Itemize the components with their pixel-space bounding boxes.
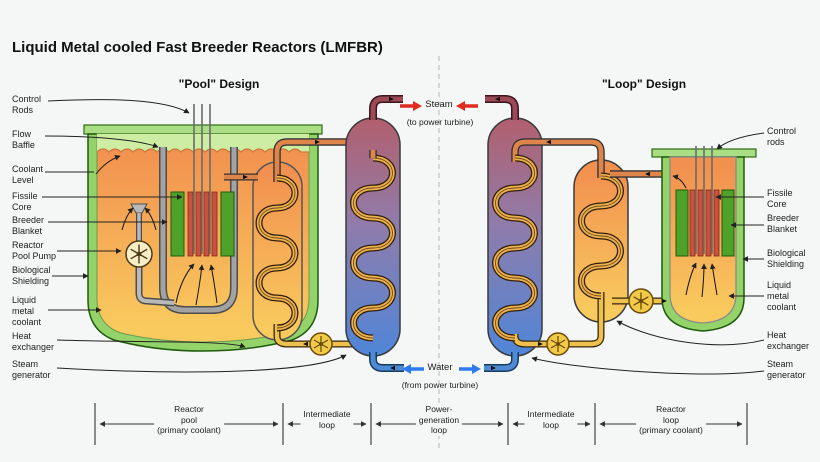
water-arrow-right	[459, 364, 481, 374]
steam-arrow-left	[400, 101, 422, 111]
loop-breeder-blanket-right	[721, 189, 735, 257]
label-leader-lines	[42, 99, 765, 375]
label-fissile-core: Fissile Core	[12, 191, 38, 212]
steam-label: Steam	[425, 99, 453, 110]
pool-design-drawing	[83, 95, 404, 372]
loop-fissile-core-rods	[689, 189, 720, 257]
loop-intermediate-pump	[546, 332, 570, 356]
scale-label-intermediate-loop-right: Intermediate loop	[524, 409, 578, 430]
water-label: Water	[427, 362, 453, 373]
label-steam-generator-loop: Steam generator	[767, 359, 806, 380]
loop-steam-pipe	[485, 96, 518, 120]
pool-cover-gas	[97, 134, 309, 152]
label-flow-baffle: Flow Baffle	[12, 129, 35, 150]
pool-breeder-blanket-right	[220, 191, 235, 257]
label-coolant-level: Coolant Level	[12, 164, 44, 185]
pool-coolant-level-wave	[96, 148, 309, 153]
page-title: Liquid Metal cooled Fast Breeder Reactor…	[12, 39, 383, 56]
pool-vessel-lid	[83, 124, 323, 135]
loop-control-rods	[695, 146, 713, 254]
loop-hot-outlet-arrow	[672, 174, 687, 189]
label-breeder-blanket-loop: Breeder Blanket	[767, 213, 800, 234]
label-liquid-metal-coolant: Liquid metal coolant	[12, 295, 42, 327]
pool-water-pipe	[370, 352, 404, 371]
pipe-flow-arrows	[243, 96, 667, 371]
pool-breeder-blanket-left	[170, 191, 185, 257]
scale-boundary-bars	[94, 403, 748, 445]
flow-baffle	[160, 147, 237, 313]
loop-design-heading: "Loop" Design	[601, 77, 687, 91]
pool-design-heading: "Pool" Design	[178, 77, 260, 91]
loop-design-drawing	[484, 95, 757, 372]
loop-water-pipe	[484, 352, 518, 371]
pool-core-flow-arrows	[175, 263, 218, 306]
pool-steam-pipe	[370, 96, 403, 120]
loop-core-flow-arrows	[685, 262, 718, 298]
label-fissile-core-loop: Fissile Core	[767, 188, 793, 209]
label-breeder-blanket: Breeder Blanket	[12, 215, 45, 236]
label-reactor-pool-pump: Reactor Pool Pump	[12, 240, 57, 261]
pool-control-rods	[193, 104, 211, 254]
label-control-rods-loop: Control rods	[767, 126, 797, 147]
label-liquid-metal-coolant-loop: Liquid metal coolant	[767, 280, 797, 312]
loop-primary-pump	[628, 288, 654, 314]
label-biological-shielding-loop: Biological Shielding	[767, 248, 806, 269]
scale-label-reactor-loop: Reactor loop (primary coolant)	[636, 404, 706, 436]
pool-fissile-core-rods	[187, 191, 218, 257]
pool-sg-coil	[350, 150, 396, 342]
steam-arrow-right	[456, 101, 478, 111]
label-control-rods: Control Rods	[12, 94, 42, 115]
reactor-pool-pump	[121, 203, 175, 307]
scale-label-intermediate-loop-left: Intermediate loop	[300, 409, 354, 430]
pool-intermediate-pump	[309, 332, 333, 356]
steam-note: (to power turbine)	[406, 117, 474, 127]
water-arrow-left	[402, 364, 424, 374]
scale-label-reactor-pool: Reactor pool (primary coolant)	[154, 404, 224, 436]
label-biological-shielding: Biological Shielding	[12, 265, 51, 286]
water-note: (from power turbine)	[401, 380, 479, 390]
label-heat-exchanger: Heat exchanger	[12, 331, 55, 352]
loop-breeder-blanket-left	[675, 189, 689, 257]
label-steam-generator: Steam generator	[12, 359, 51, 380]
scale-label-power-generation-loop: Power- generation loop	[415, 404, 463, 436]
flow-direction-arrows	[400, 101, 481, 374]
label-heat-exchanger-loop: Heat exchanger	[767, 330, 810, 351]
